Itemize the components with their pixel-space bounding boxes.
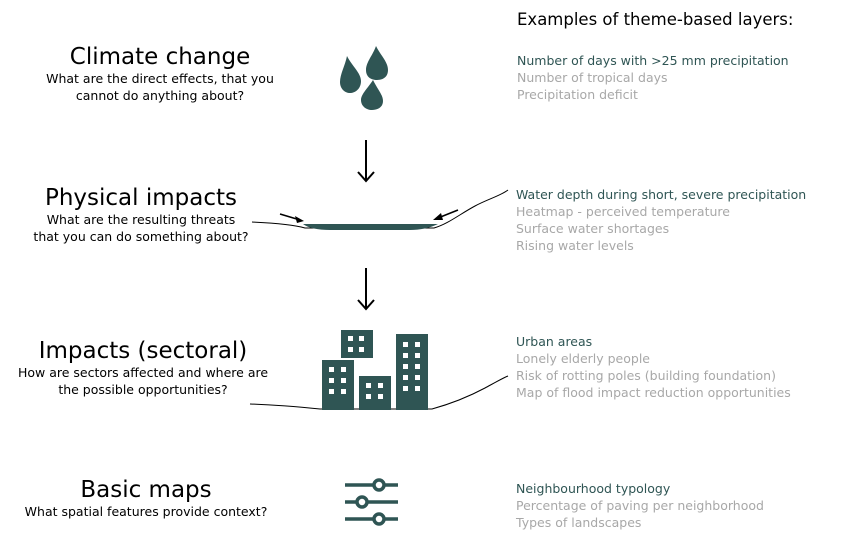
layer-item: Risk of rotting poles (building foundati… bbox=[516, 368, 776, 383]
sliders-icon bbox=[345, 478, 398, 526]
layer-item: Neighbourhood typology bbox=[516, 481, 671, 496]
subtitle-line: What are the resulting threats bbox=[46, 212, 236, 227]
layer-item: Number of days with >25 mm precipitation bbox=[517, 53, 789, 68]
section-subtitle: What spatial features provide context? bbox=[6, 503, 286, 520]
section-title: Basic maps bbox=[80, 477, 212, 503]
section-subtitle: How are sectors affected and where are t… bbox=[3, 364, 283, 398]
terrain-line bbox=[249, 375, 509, 410]
layer-list-physical-impacts: Water depth during short, severe precipi… bbox=[516, 186, 806, 254]
subtitle-line: the possible opportunities? bbox=[58, 382, 228, 397]
subtitle-line: How are sectors affected and where are bbox=[17, 365, 269, 380]
layer-item: Lonely elderly people bbox=[516, 351, 650, 366]
examples-header: Examples of theme-based layers: bbox=[517, 10, 794, 29]
subtitle-line: cannot do anything about? bbox=[75, 88, 245, 103]
section-title: Impacts (sectoral) bbox=[38, 338, 248, 364]
layer-item: Water depth during short, severe precipi… bbox=[516, 187, 807, 202]
layer-item: Map of flood impact reduction opportunit… bbox=[516, 385, 791, 400]
layer-item: Percentage of paving per neighborhood bbox=[516, 498, 764, 513]
layer-item: Rising water levels bbox=[516, 238, 634, 253]
down-arrow-icon bbox=[357, 140, 375, 183]
down-arrow-icon bbox=[357, 268, 375, 311]
layer-item: Heatmap - perceived temperature bbox=[516, 204, 730, 219]
section-impacts-sectoral: Impacts (sectoral) How are sectors affec… bbox=[3, 338, 283, 398]
layer-item: Precipitation deficit bbox=[517, 87, 638, 102]
section-subtitle: What are the resulting threats that you … bbox=[1, 211, 281, 245]
layer-list-climate-change: Number of days with >25 mm precipitation… bbox=[517, 52, 789, 103]
section-title: Physical impacts bbox=[44, 185, 237, 211]
water-puddle-icon bbox=[251, 189, 509, 230]
section-title: Climate change bbox=[69, 44, 251, 70]
layer-list-basic-maps: Neighbourhood typology Percentage of pav… bbox=[516, 480, 764, 531]
city-buildings-icon bbox=[322, 330, 428, 410]
section-basic-maps: Basic maps What spatial features provide… bbox=[6, 477, 286, 520]
subtitle-line: What spatial features provide context? bbox=[24, 504, 268, 519]
raindrops-icon bbox=[340, 46, 388, 110]
subtitle-line: that you can do something about? bbox=[33, 229, 249, 244]
subtitle-line: What are the direct effects, that you bbox=[46, 71, 274, 86]
layer-item: Urban areas bbox=[516, 334, 593, 349]
section-climate-change: Climate change What are the direct effec… bbox=[20, 44, 300, 104]
layer-item: Types of landscapes bbox=[516, 515, 642, 530]
layer-list-impacts-sectoral: Urban areas Lonely elderly people Risk o… bbox=[516, 333, 791, 401]
layer-item: Number of tropical days bbox=[517, 70, 668, 85]
section-subtitle: What are the direct effects, that you ca… bbox=[20, 70, 300, 104]
section-physical-impacts: Physical impacts What are the resulting … bbox=[1, 185, 281, 245]
layer-item: Surface water shortages bbox=[516, 221, 670, 236]
